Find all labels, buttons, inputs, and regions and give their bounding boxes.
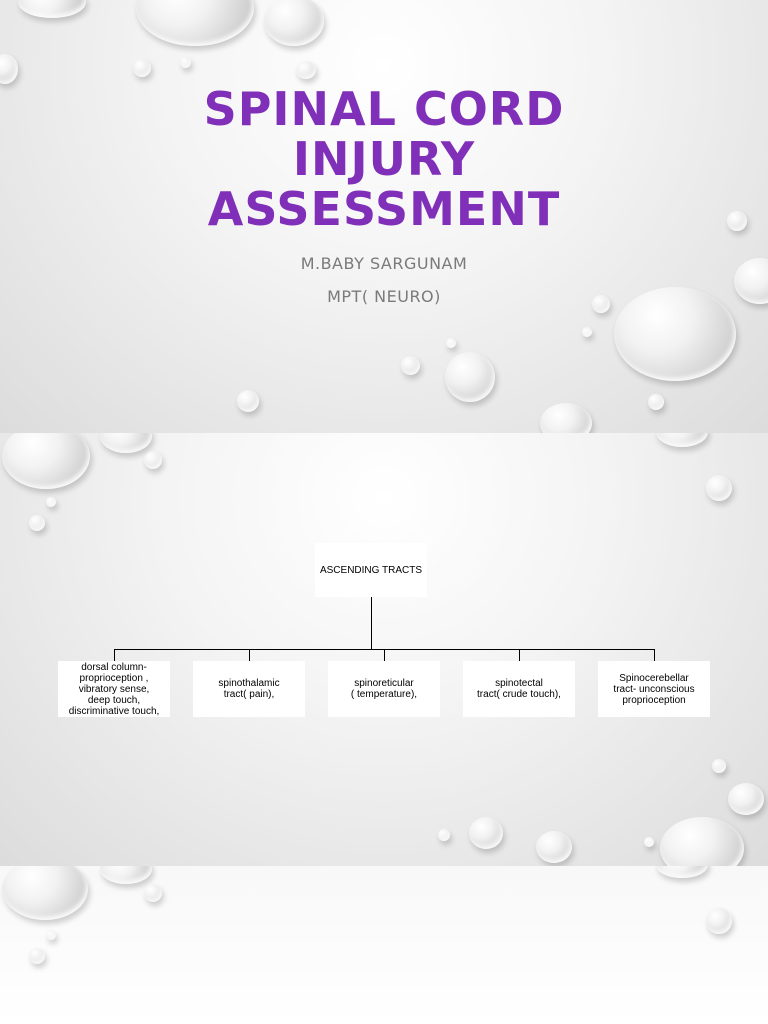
water-drop [706, 908, 732, 934]
water-drop [592, 295, 610, 313]
water-drop [540, 403, 592, 433]
water-drop [401, 356, 420, 375]
water-drop [46, 930, 56, 940]
water-drop [469, 817, 503, 849]
water-drop [536, 831, 572, 863]
root-node-label: ASCENDING TRACTS [319, 564, 423, 576]
child-node-label: spinotectal tract( crude touch), [477, 678, 561, 700]
slide-title: SPINAL CORD INJURY ASSESSMENT [0, 84, 768, 234]
water-drop [648, 394, 664, 410]
water-drop [180, 57, 191, 68]
author-name: M.BABY SARGUNAM [300, 254, 468, 273]
water-drop [144, 451, 162, 469]
water-drop [706, 475, 732, 501]
water-drop [2, 433, 90, 489]
water-drop [100, 433, 152, 453]
child-node-spinothalamic: spinothalamic tract( pain), [193, 661, 305, 717]
water-drop [656, 866, 708, 878]
water-drop [296, 61, 316, 79]
connector-line [384, 649, 385, 661]
water-drop [614, 287, 736, 381]
water-drop [734, 258, 768, 304]
child-node-spinocerebellar: Spinocerebellar tract- unconscious propr… [598, 661, 710, 717]
title-line: SPINAL CORD [203, 82, 565, 136]
water-drop [727, 211, 747, 231]
water-drop [0, 54, 18, 84]
water-drop [660, 817, 744, 866]
water-drop [237, 390, 259, 412]
child-node-label: spinoreticular ( temperature), [350, 678, 418, 700]
water-drop [644, 837, 654, 847]
title-line: ASSESSMENT [207, 182, 561, 236]
water-drop [656, 433, 708, 447]
connector-line [371, 597, 372, 649]
tracts-slide: ASCENDING TRACTS dorsal column- proprioc… [0, 433, 768, 866]
connector-line [519, 649, 520, 661]
title-slide: SPINAL CORD INJURY ASSESSMENT M.BABY SAR… [0, 0, 768, 433]
title-line: INJURY [292, 132, 476, 186]
connector-line [654, 649, 655, 661]
root-node-ascending-tracts: ASCENDING TRACTS [315, 543, 427, 597]
connector-line [249, 649, 250, 661]
water-drop [133, 59, 151, 77]
child-node-spinoreticular: spinoreticular ( temperature), [328, 661, 440, 717]
child-node-dorsal-column: dorsal column- proprioception , vibrator… [58, 661, 170, 717]
water-drop [582, 327, 592, 337]
child-node-spinotectal: spinotectal tract( crude touch), [463, 661, 575, 717]
water-drop [46, 497, 56, 507]
water-drop [100, 866, 152, 884]
connector-line [114, 649, 115, 661]
partial-slide [0, 866, 768, 1024]
child-node-label: Spinocerebellar tract- unconscious propr… [613, 672, 695, 706]
water-drop [264, 0, 324, 46]
child-node-label: dorsal column- proprioception , vibrator… [68, 661, 160, 717]
water-drop [144, 884, 162, 902]
water-drop [438, 829, 450, 841]
water-drop [29, 948, 45, 964]
water-drop [18, 0, 86, 18]
water-drop [712, 759, 726, 773]
child-node-label: spinothalamic tract( pain), [218, 678, 280, 700]
water-drop [29, 515, 45, 531]
water-drop [728, 783, 764, 815]
water-drop [136, 0, 254, 46]
author-credential: MPT( NEURO) [327, 287, 441, 306]
water-drop [445, 352, 495, 402]
water-drop [2, 866, 88, 920]
water-drop [446, 338, 456, 348]
